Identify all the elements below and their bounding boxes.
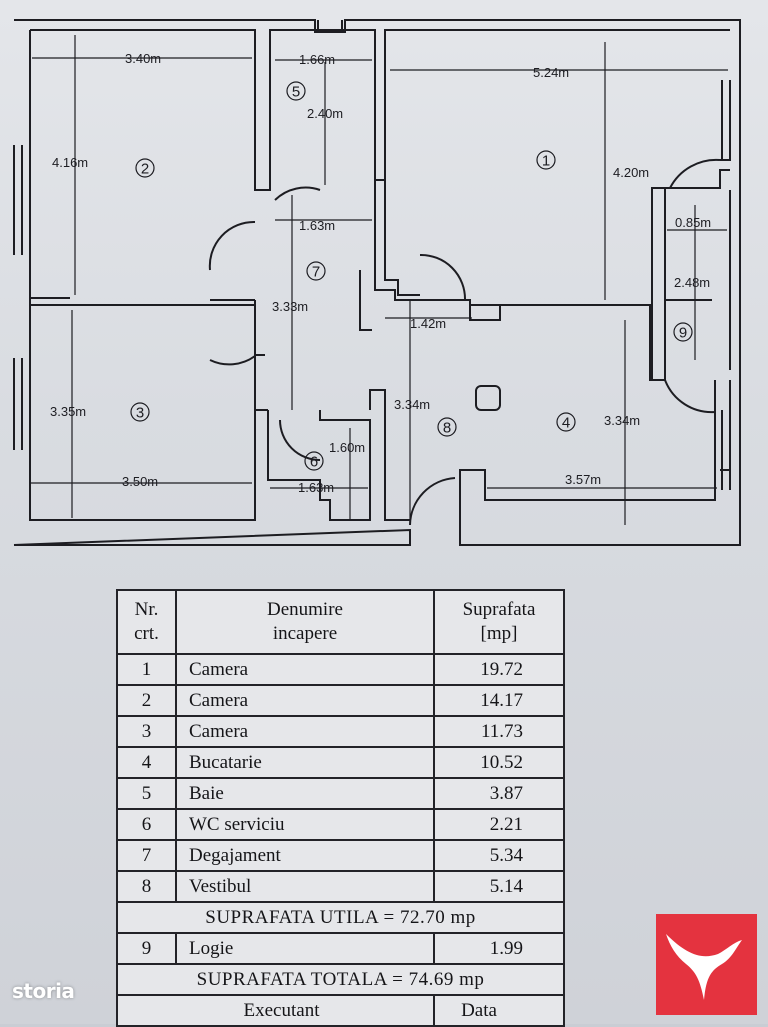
row-name: Camera (175, 715, 435, 748)
row-name: Camera (175, 684, 435, 717)
dimension-label: 3.57m (565, 472, 601, 487)
room-marker: 4 (556, 412, 576, 432)
row-area: 2.21 (433, 808, 565, 841)
row-area: 5.34 (433, 839, 565, 872)
room-marker: 1 (536, 150, 556, 170)
dimension-label: 1.63m (298, 480, 334, 495)
svg-text:1: 1 (542, 153, 550, 170)
row-area: 3.87 (433, 777, 565, 810)
row-number: 6 (116, 808, 177, 841)
row-number: 2 (116, 684, 177, 717)
row-number: 9 (116, 932, 177, 965)
door-swing (208, 220, 256, 271)
dimension-label: 3.34m (604, 413, 640, 428)
dimension-label: 1.63m (299, 218, 335, 233)
row-number: 3 (116, 715, 177, 748)
dimension-label: 2.48m (674, 275, 710, 290)
suprafata-totala-row: SUPRAFATA TOTALA = 74.69 mp (116, 963, 565, 996)
row-area: 10.52 (433, 746, 565, 779)
row-number: 7 (116, 839, 177, 872)
row-name: Camera (175, 653, 435, 686)
dimension-label: 3.50m (122, 474, 158, 489)
row-name: Logie (175, 932, 435, 965)
table-row: 9 Logie 1.99 (116, 932, 565, 965)
suprafata-utila: SUPRAFATA UTILA = 72.70 mp (116, 901, 565, 934)
room-marker: 6 (304, 451, 324, 471)
dimension-label: 3.34m (394, 397, 430, 412)
outer-wall (13, 19, 741, 546)
room-marker: 3 (130, 402, 150, 422)
svg-text:6: 6 (310, 454, 318, 471)
data-label: Data (433, 994, 565, 1027)
dimension-label: 3.40m (125, 51, 161, 66)
floor-plan-drawing: 3.40m 1.66m 5.24m 4.16m 2.40m 4.20m 1.63m 0.85m… (13, 19, 741, 546)
dimension-label: 0.85m (675, 215, 711, 230)
row-name: WC serviciu (175, 808, 435, 841)
row-name: Degajament (175, 839, 435, 872)
footer-row: Executant Data (116, 994, 565, 1027)
svg-text:7: 7 (312, 264, 320, 281)
row-number: 4 (116, 746, 177, 779)
dimension-label: 3.33m (272, 299, 308, 314)
row-name: Vestibul (175, 870, 435, 903)
suprafata-totala: SUPRAFATA TOTALA = 74.69 mp (116, 963, 565, 996)
row-area: 1.99 (433, 932, 565, 965)
row-area: 14.17 (433, 684, 565, 717)
svg-text:2: 2 (141, 161, 149, 178)
row-area: 19.72 (433, 653, 565, 686)
header-nr: Nr.crt. (116, 589, 177, 655)
svg-text:8: 8 (443, 420, 451, 437)
row-number: 1 (116, 653, 177, 686)
header-suprafata: Suprafata[mp] (433, 589, 565, 655)
dimension-label: 5.24m (533, 65, 569, 80)
room-marker: 7 (306, 261, 326, 281)
svg-text:5: 5 (292, 84, 300, 101)
suprafata-utila-row: SUPRAFATA UTILA = 72.70 mp (116, 901, 565, 934)
executant-label: Executant (116, 994, 435, 1027)
room-marker: 5 (286, 81, 306, 101)
inner-wall-outline (30, 29, 730, 191)
row-number: 8 (116, 870, 177, 903)
svg-text:3: 3 (136, 405, 144, 422)
room-markers: 1 2 3 4 5 6 7 8 9 (130, 81, 693, 471)
svg-text:9: 9 (679, 325, 687, 342)
storia-logo-badge (656, 914, 757, 1015)
storia-watermark: storia (12, 979, 75, 1003)
svg-text:4: 4 (562, 415, 570, 432)
dimension-labels: 3.40m 1.66m 5.24m 4.16m 2.40m 4.20m 1.63m 0.85m… (50, 51, 711, 495)
bird-logo-icon (666, 934, 742, 1000)
dimension-label: 1.60m (329, 440, 365, 455)
row-number: 5 (116, 777, 177, 810)
dimension-label: 2.40m (307, 106, 343, 121)
row-name: Bucatarie (175, 746, 435, 779)
row-name: Baie (175, 777, 435, 810)
dimension-label: 1.66m (299, 52, 335, 67)
room-marker: 2 (135, 158, 155, 178)
dimension-label: 4.16m (52, 155, 88, 170)
row-area: 11.73 (433, 715, 565, 748)
dimension-label: 4.20m (613, 165, 649, 180)
room-marker: 8 (437, 417, 457, 437)
row-area: 5.14 (433, 870, 565, 903)
dimension-label: 1.42m (410, 316, 446, 331)
room-marker: 9 (673, 322, 693, 342)
dimension-label: 3.35m (50, 404, 86, 419)
